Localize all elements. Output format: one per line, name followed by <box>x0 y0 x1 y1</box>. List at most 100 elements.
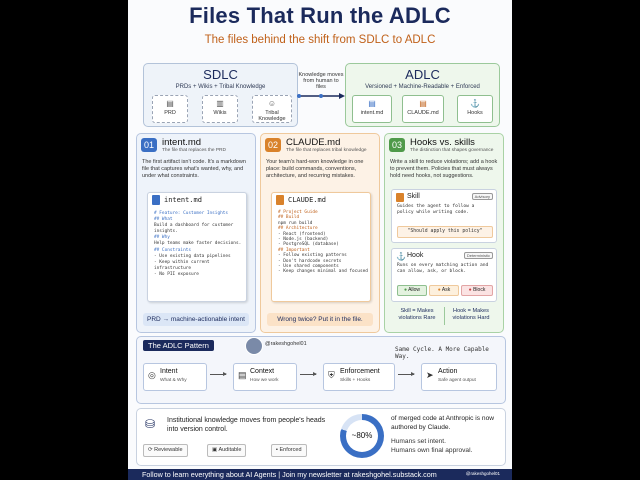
step-title: Context <box>250 368 275 375</box>
card-number: 01 <box>141 138 157 152</box>
file-line: ## What <box>154 217 173 223</box>
hook-badge: Deterministic <box>463 252 493 259</box>
summary-panel: ⛁ Institutional knowledge moves from peo… <box>136 408 506 466</box>
file-line: npm run build <box>278 220 313 226</box>
adlc-item-claude: ▤ CLAUDE.md <box>402 95 444 123</box>
block-icon: ● <box>468 287 472 293</box>
skill-panel: Skill Advisory Guides the agent to follo… <box>391 189 497 243</box>
file-icon: ▤ <box>368 99 376 108</box>
file-line: - Use existing data pipelines <box>154 253 231 259</box>
file-icon: ▤ <box>419 99 427 108</box>
card-body: Write a skill to reduce violations; add … <box>390 159 498 179</box>
file-icon <box>276 195 284 205</box>
intent-file-preview: intent.md # Feature: Customer Insights #… <box>147 192 247 302</box>
pattern-tagline: Same Cycle. A More Capable Way. <box>395 346 489 360</box>
document-icon: ▤ <box>238 370 247 380</box>
adlc-subheading: Versioned + Machine-Readable + Enforced <box>365 84 480 90</box>
document-icon: ▤ <box>166 99 174 108</box>
sdlc-item-wikis: ▥ Wikis <box>202 95 238 123</box>
card-footer: PRD → machine-actionable intent <box>143 313 249 326</box>
infographic-page: Files That Run the ADLC The files behind… <box>128 0 512 480</box>
file-line: - Use shared components <box>278 264 339 270</box>
check-icon: ● <box>403 287 407 293</box>
ask-pill: ● Ask <box>429 285 459 296</box>
hook-panel: ⚓ Hook Deterministic Runs on every match… <box>391 248 497 302</box>
file-line: ## Important <box>278 247 310 253</box>
stat-note: Humans set intent. <box>391 438 446 445</box>
sdlc-heading: SDLC <box>203 67 238 82</box>
hook-icon: ⚓ <box>396 252 406 261</box>
card-title: Hooks vs. skills <box>410 137 475 148</box>
send-icon: ➤ <box>426 370 434 380</box>
card-body: Your team's hard-won knowledge in one pl… <box>266 159 364 179</box>
adlc-heading: ADLC <box>405 67 440 82</box>
hook-text: Runs on every matching action and can al… <box>397 263 489 274</box>
stat-value: ~80% <box>346 420 378 452</box>
file-name: CLAUDE.md <box>288 196 326 204</box>
pill-enforced: ▪ Enforced <box>271 444 307 457</box>
page-title: Files That Run the ADLC <box>189 3 451 28</box>
footer-text[interactable]: Follow to learn everything about AI Agen… <box>142 470 437 479</box>
step-sub: Safe agent output <box>438 378 476 383</box>
file-line: ## Constraints <box>154 247 192 253</box>
refresh-icon: ⟳ <box>148 447 153 453</box>
skill-badge: Advisory <box>471 193 493 200</box>
footer-handle[interactable]: @rakeshgohel01 <box>465 471 500 476</box>
page-subtitle: The files behind the shift from SDLC to … <box>204 34 436 46</box>
people-icon: ☺ <box>267 99 277 108</box>
step-enforcement: ⛨ Enforcement Skills + Hooks <box>323 363 395 391</box>
step-sub: How we work <box>250 378 279 383</box>
file-line: - Keep changes minimal and focused <box>278 269 368 275</box>
clipboard-icon: ▣ <box>212 447 218 453</box>
file-line: - Keep within current infrastructure <box>154 259 210 271</box>
card-footer: Wrong twice? Put it in the file. <box>267 313 373 326</box>
allow-pill: ● Allow <box>397 285 427 296</box>
avatar <box>245 337 263 355</box>
skill-name: Skill <box>407 193 420 200</box>
stat-notes: Humans set intent. Humans own final appr… <box>391 438 501 455</box>
step-arrow <box>210 372 227 376</box>
card-number: 02 <box>265 138 281 152</box>
claude-file-preview: CLAUDE.md # Project Guide ## Build npm r… <box>271 192 371 302</box>
file-line: ## Architecture <box>278 226 318 232</box>
sdlc-subheading: PRDs + Wikis + Tribal Knowledge <box>175 84 266 90</box>
transition-note: Knowledge moves from human to files <box>298 72 344 90</box>
step-title: Action <box>438 368 458 375</box>
question-icon: ● <box>437 287 441 293</box>
card-intent: 01 intent.md The file that replaces the … <box>136 133 256 333</box>
file-line: - React (frontend) <box>278 231 326 237</box>
block-pill: ● Block <box>461 285 493 296</box>
sdlc-item-tribal: ☺ Tribal Knowledge <box>252 95 292 123</box>
skill-quote: "Should apply this policy" <box>397 226 493 238</box>
card-hooks-skills: 03 Hooks vs. skills The distinction that… <box>384 133 504 333</box>
step-action: ➤ Action Safe agent output <box>421 363 497 391</box>
card-subtitle: The distinction that shapes governance <box>410 148 494 153</box>
step-intent: ◎ Intent What & Why <box>143 363 207 391</box>
file-line: - No PII exposure <box>154 271 199 277</box>
stat-note: Humans own final approval. <box>391 446 473 454</box>
step-sub: What & Why <box>160 378 187 383</box>
step-context: ▤ Context How we work <box>233 363 297 391</box>
target-icon: ◎ <box>148 370 156 380</box>
dot-left <box>297 94 301 98</box>
pill-reviewable: ⟳ Reviewable <box>143 444 188 457</box>
file-line: Help teams make faster decisions. <box>154 241 242 247</box>
file-line: Build a dashboard for customer insights. <box>154 223 234 235</box>
lock-icon: ▪ <box>276 447 278 453</box>
card-title: intent.md <box>162 137 202 148</box>
step-sub: Skills + Hooks <box>340 378 371 383</box>
shield-icon: ⛨ <box>328 370 335 380</box>
file-lines: # Feature: Customer Insights ## What Bui… <box>154 211 244 278</box>
dot-mid <box>319 94 323 98</box>
skill-icon <box>396 193 404 202</box>
adlc-item-intent: ▤ intent.md <box>352 95 392 123</box>
file-name: intent.md <box>164 196 202 204</box>
file-lines: # Project Guide ## Build npm run build #… <box>278 210 368 275</box>
adlc-box: ADLC Versioned + Machine-Readable + Enfo… <box>345 63 500 127</box>
file-line: ## Build <box>278 215 300 221</box>
step-title: Enforcement <box>340 368 380 375</box>
card-title: CLAUDE.md <box>286 137 341 148</box>
adlc-pattern-panel: The ADLC Pattern @rakeshgohel01 Same Cyc… <box>136 336 506 404</box>
progress-ring: ~80% <box>340 414 384 458</box>
arrow-head <box>339 93 345 99</box>
